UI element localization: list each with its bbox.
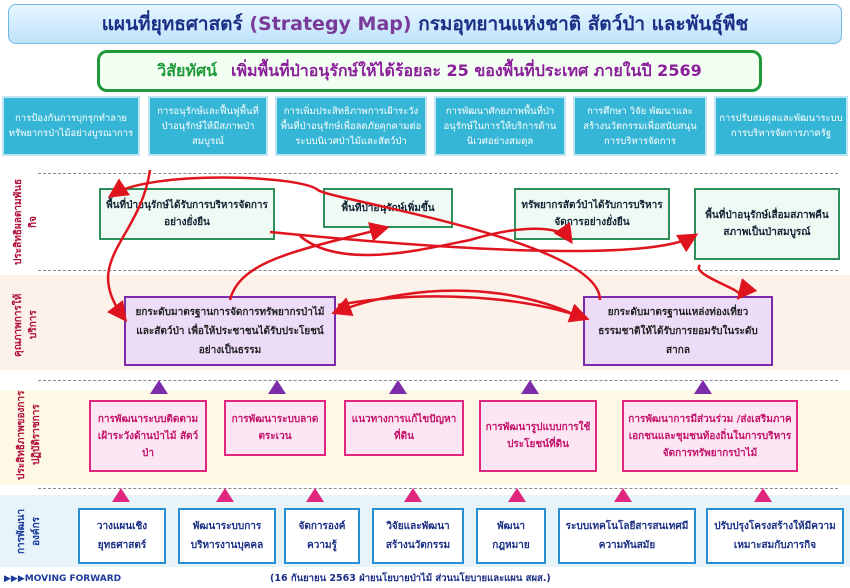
effectiveness-box: พื้นที่ป่าอนุรักษ์เสื่อมสภาพคืนสภาพเป็นป…: [694, 188, 840, 260]
arrow-up-icon: [754, 488, 772, 502]
arrow-up-icon: [404, 488, 422, 502]
service-box: ยกระดับมาตรฐานแหล่งท่องเที่ยวธรรมชาติให้…: [583, 296, 773, 366]
effectiveness-box: พื้นที่ป่าอนุรักษ์เพิ่มขึ้น: [323, 188, 453, 228]
arrow-up-icon: [694, 380, 712, 394]
divider: [38, 380, 838, 381]
strategy-box: การศึกษา วิจัย พัฒนาและสร้างนวัตกรรมเพื่…: [573, 96, 707, 156]
vision-label: วิสัยทัศน์: [157, 60, 218, 80]
vision-box: วิสัยทัศน์ เพิ่มพื้นที่ป่าอนุรักษ์ให้ได้…: [97, 50, 762, 92]
org-box: พัฒนาระบบการบริหารงานบุคคล: [178, 508, 276, 564]
arrow-up-icon: [268, 380, 286, 394]
strategy-box: การพัฒนาศักยภาพพื้นที่ป่าอนุรักษ์ในการให…: [434, 96, 566, 156]
arrow-up-icon: [112, 488, 130, 502]
arrow-up-icon: [508, 488, 526, 502]
efficiency-box: การพัฒนารูปแบบการใช้ประโยชน์ที่ดิน: [479, 400, 597, 472]
org-box: พัฒนากฎหมาย: [476, 508, 546, 564]
efficiency-box: แนวทางการแก้ไขปัญหาที่ดิน: [344, 400, 464, 456]
arrow-up-icon: [614, 488, 632, 502]
arrow-up-icon: [521, 380, 539, 394]
org-box: วิจัยและพัฒนาสร้างนวัตกรรม: [372, 508, 464, 564]
row-label-effectiveness: ประสิทธิผลตามพันธกิจ: [13, 178, 39, 266]
strategy-box: การเพิ่มประสิทธิภาพการเฝ้าระวังพื้นที่ป่…: [275, 96, 427, 156]
footer-moving-forward: ▶▶▶MOVING FORWARD: [4, 574, 122, 584]
play-arrows-icon: ▶▶▶: [4, 574, 25, 584]
org-box: จัดการองค์ความรู้: [284, 508, 360, 564]
title-thai-suffix: กรมอุทยานแห่งชาติ สัตว์ป่า และพันธุ์พืช: [418, 13, 749, 35]
arrow-up-icon: [150, 380, 168, 394]
efficiency-box: การพัฒนาระบบติดตาม เฝ้าระวังด้านป่าไม้ ส…: [89, 400, 207, 472]
title-banner: แผนที่ยุทธศาสตร์ (Strategy Map) กรมอุทยา…: [8, 4, 842, 44]
arrow-up-icon: [306, 488, 324, 502]
strategy-box: การอนุรักษ์และฟื้นฟูพื้นที่ป่าอนุรักษ์ให…: [148, 96, 268, 156]
vision-text: เพิ่มพื้นที่ป่าอนุรักษ์ให้ได้ร้อยละ 25 ข…: [231, 60, 702, 80]
divider: [38, 270, 838, 271]
effectiveness-box: ทรัพยากรสัตว์ป่าได้รับการบริหารจัดการอย่…: [514, 188, 670, 240]
org-box: ระบบเทคโนโลยีสารสนเทศมีความทันสมัย: [558, 508, 696, 564]
title-english: (Strategy Map): [249, 13, 412, 35]
org-box: วางแผนเชิงยุทธศาสตร์: [78, 508, 166, 564]
title-thai-prefix: แผนที่ยุทธศาสตร์: [101, 13, 243, 35]
divider: [38, 488, 838, 489]
footer-source: (16 กันยายน 2563 ฝ่ายนโยบายป่าไม้ ส่วนนโ…: [270, 573, 551, 584]
org-box: ปรับปรุงโครงสร้างให้มีความเหมาะสมกับภารก…: [706, 508, 844, 564]
strategy-box: การปรับสมดุลและพัฒนาระบบการบริหารจัดการภ…: [714, 96, 848, 156]
row-label-org: การพัฒนาองค์กร: [16, 508, 42, 554]
arrow-up-icon: [389, 380, 407, 394]
divider: [38, 173, 838, 174]
service-box: ยกระดับมาตรฐานการจัดการทรัพยากรป่าไม้และ…: [124, 296, 336, 366]
row-label-efficiency: ประสิทธิภาพของการปฏิบัติราชการ: [16, 390, 42, 480]
row-label-service: คุณภาพการให้บริการ: [13, 293, 39, 357]
efficiency-box: การพัฒนาระบบลาดตระเวน: [224, 400, 326, 456]
strategy-box: การป้องกันการบุกรุกทำลายทรัพยากรป่าไม้อย…: [2, 96, 140, 156]
arrow-up-icon: [216, 488, 234, 502]
effectiveness-box: พื้นที่ป่าอนุรักษ์ได้รับการบริหารจัดการอ…: [99, 188, 275, 240]
efficiency-box: การพัฒนาการมีส่วนร่วม /ส่งเสริมภาคเอกชนแ…: [622, 400, 798, 472]
